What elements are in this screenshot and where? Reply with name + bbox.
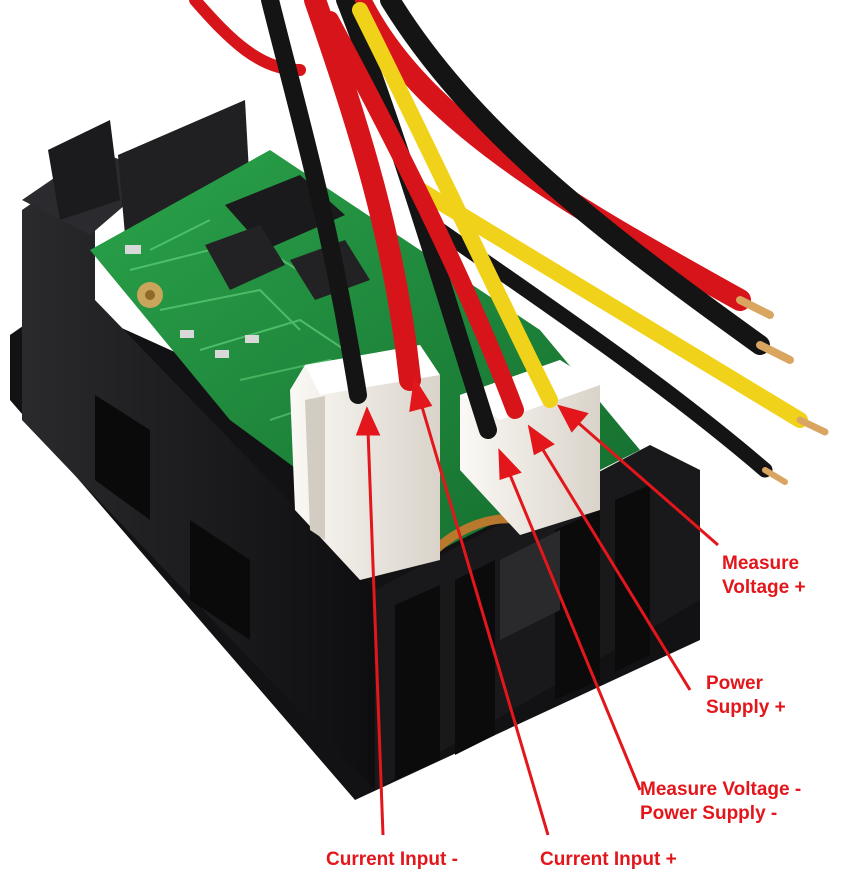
arrow-measure-voltage-plus (574, 418, 719, 547)
label-measure-voltage-plus: Measure Voltage + (722, 552, 806, 600)
arrow-current-input-minus (366, 429, 385, 836)
label-line: Measure Voltage - (640, 779, 802, 800)
wire-measure-voltage-plus (352, 2, 558, 408)
label-line: Power (706, 673, 764, 694)
label-line: Supply + (706, 697, 786, 718)
label-line: Voltage + (722, 577, 806, 598)
label-current-input-minus: Current Input - (326, 848, 458, 872)
arrow-measure-voltage-minus (506, 469, 642, 791)
label-line: Power Supply - (640, 803, 778, 824)
wire-current-input-plus (304, 0, 421, 391)
label-line: Measure (722, 553, 800, 574)
label-power-supply-plus: Power Supply + (706, 672, 786, 720)
label-line: Current Input - (326, 849, 458, 870)
arrow-power-supply-plus (538, 444, 692, 691)
label-line: Current Input + (540, 849, 677, 870)
arrow-current-input-plus (418, 399, 550, 836)
annotation-arrows (355, 376, 719, 836)
label-current-input-plus: Current Input + (540, 848, 677, 872)
connector-3pin (460, 360, 600, 535)
label-measure-voltage-minus-power-supply-minus: Measure Voltage - Power Supply - (640, 778, 801, 826)
wire-bundle (189, 0, 829, 485)
wire-current-input-minus (261, 0, 367, 404)
wire-power-supply-plus (321, 11, 524, 419)
